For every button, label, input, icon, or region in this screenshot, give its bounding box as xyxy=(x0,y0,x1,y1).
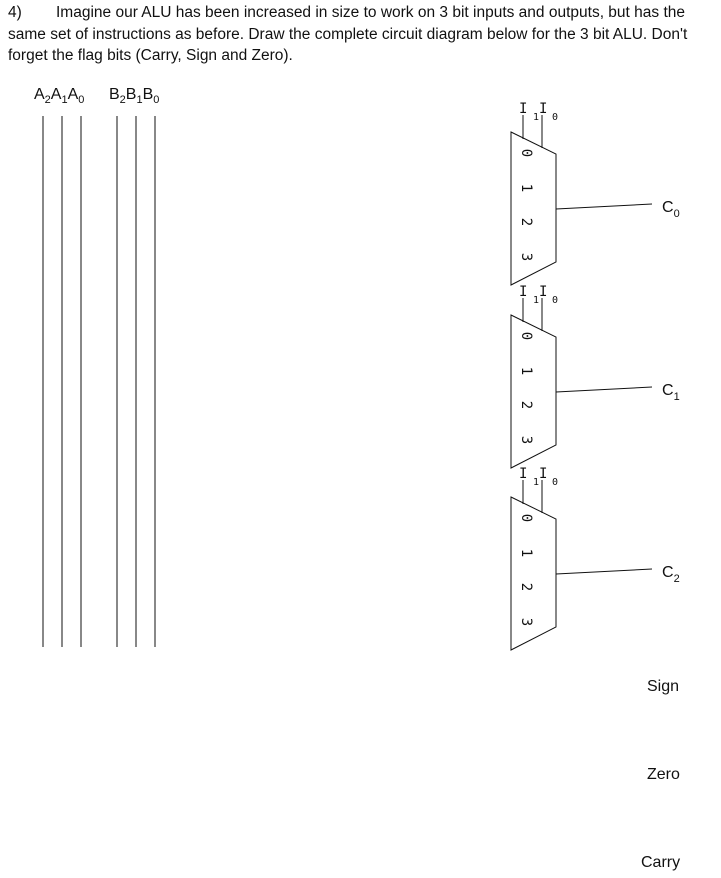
input-label-b1: B1 xyxy=(125,86,143,106)
select-label-sub: 1 xyxy=(533,477,539,488)
mux-input-label: 1 xyxy=(518,184,534,192)
mux-input-label: 2 xyxy=(518,218,534,226)
flag-carry: Carry xyxy=(641,854,681,871)
input-label-b0: B0 xyxy=(142,86,160,106)
input-labels-b: B2B1B0 xyxy=(109,86,159,109)
mux-input-label: 0 xyxy=(518,149,534,157)
select-label: I xyxy=(519,101,527,117)
select-label: I xyxy=(539,284,547,300)
input-labels-a: A2A1A0 xyxy=(34,86,84,109)
mux-input-label: 1 xyxy=(518,549,534,557)
question-number: 4) xyxy=(8,4,22,21)
select-label-sub: 1 xyxy=(533,112,539,123)
mux-input-label: 1 xyxy=(518,367,534,375)
input-label-a0: A0 xyxy=(67,86,85,106)
mux-body xyxy=(510,314,557,469)
select-label: I xyxy=(539,101,547,117)
question-text: Imagine our ALU has been increased in si… xyxy=(8,4,688,64)
flag-sign: Sign xyxy=(647,678,680,695)
mux-body xyxy=(510,131,557,286)
flag-zero: Zero xyxy=(647,766,680,783)
mux-output-label: C2 xyxy=(662,564,680,585)
mux-input-label: 2 xyxy=(518,583,534,591)
mux-output-label: C1 xyxy=(662,382,680,403)
mux-input-label: 0 xyxy=(518,514,534,522)
mux-input-label: 3 xyxy=(518,618,534,626)
mux-output-line xyxy=(555,386,653,393)
mux-output-label: C0 xyxy=(662,199,680,220)
select-label-sub: 0 xyxy=(552,295,558,306)
select-label-sub: 0 xyxy=(552,477,558,488)
input-label-a1: A1 xyxy=(50,86,68,106)
mux-output-line xyxy=(555,203,653,210)
mux-body xyxy=(510,496,557,651)
input-label-a2: A2 xyxy=(34,86,51,106)
select-label: I xyxy=(539,466,547,482)
mux-input-label: 2 xyxy=(518,401,534,409)
select-label: I xyxy=(519,466,527,482)
mux-input-label: 3 xyxy=(518,253,534,261)
select-label-sub: 0 xyxy=(552,112,558,123)
mux-input-label: 0 xyxy=(518,332,534,340)
select-label: I xyxy=(519,284,527,300)
question: 4)Imagine our ALU has been increased in … xyxy=(8,2,714,67)
mux-input-label: 3 xyxy=(518,436,534,444)
input-bus xyxy=(42,116,156,647)
select-label-sub: 1 xyxy=(533,295,539,306)
mux-output-line xyxy=(555,568,653,575)
input-label-b2: B2 xyxy=(109,86,126,106)
